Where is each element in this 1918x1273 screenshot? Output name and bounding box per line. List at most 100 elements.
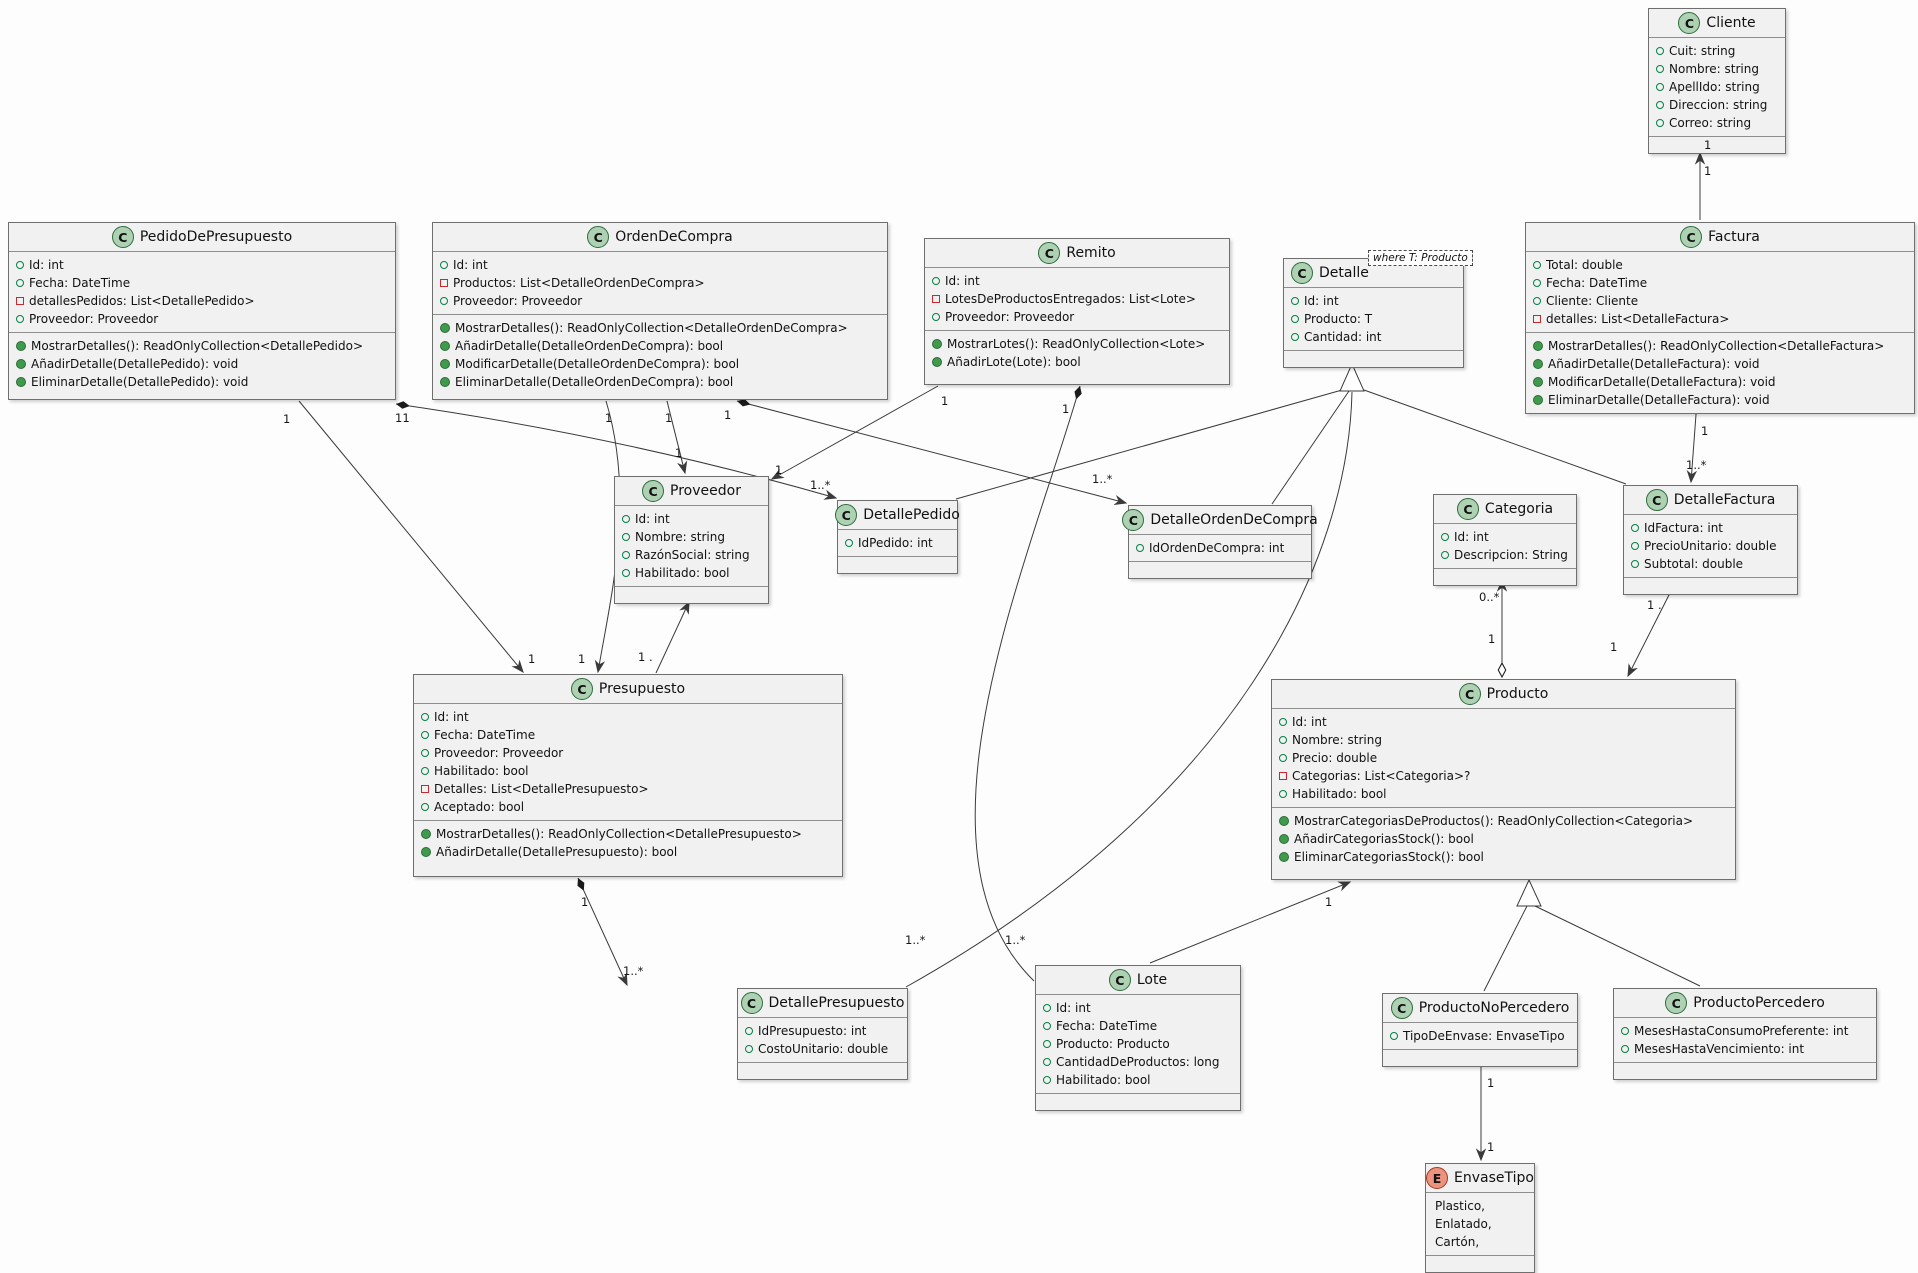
composition-line-ordendecompra-detalleordendecompra (736, 399, 1128, 506)
attribute-row: Nombre: string (1656, 60, 1778, 78)
member-text: AñadirLote(Lote): bool (947, 355, 1081, 369)
member-text: Cartón, (1435, 1235, 1480, 1249)
empty-compartment (738, 1063, 907, 1079)
member-text: AñadirCategoriasStock(): bool (1294, 832, 1474, 846)
methods-compartment: MostrarDetalles(): ReadOnlyCollection<De… (433, 315, 887, 399)
member-text: Proveedor: Proveedor (29, 312, 159, 326)
public-field-icon (622, 569, 630, 577)
public-field-icon (1533, 261, 1541, 269)
member-text: Nombre: string (1669, 62, 1759, 76)
member-text: Nombre: string (1292, 733, 1382, 747)
class-name: Producto (1486, 686, 1549, 702)
public-field-icon (1533, 297, 1541, 305)
public-field-icon (421, 731, 429, 739)
attribute-row: IdPresupuesto: int (745, 1022, 900, 1040)
class-name: Remito (1066, 245, 1116, 261)
attribute-row: Cliente: Cliente (1533, 292, 1907, 310)
class-name: EnvaseTipo (1454, 1170, 1534, 1186)
attribute-row: Id: int (421, 708, 835, 726)
member-text: IdOrdenDeCompra: int (1149, 541, 1285, 555)
composition-line-factura-detallefactura (1686, 400, 1701, 484)
multiplicity-label: 1 . (638, 650, 653, 664)
public-method-icon (932, 357, 942, 367)
class-badge-icon: C (1458, 683, 1481, 705)
member-text: Cuit: string (1669, 44, 1736, 58)
public-field-icon (745, 1027, 753, 1035)
class-name: DetalleFactura (1673, 492, 1776, 508)
attributes-compartment: IdOrdenDeCompra: int (1129, 535, 1311, 562)
attribute-row: Precio: double (1279, 749, 1728, 767)
attribute-row: Id: int (1441, 528, 1569, 546)
class-badge-icon: C (1680, 226, 1703, 248)
private-field-icon (16, 297, 24, 305)
method-row: ModificarDetalle(DetalleOrdenDeCompra): … (440, 355, 880, 373)
attribute-row: detalles: List<DetalleFactura> (1533, 310, 1907, 328)
public-field-icon (932, 313, 940, 321)
member-text: Cliente: Cliente (1546, 294, 1639, 308)
attribute-row: Id: int (440, 256, 880, 274)
attribute-row: Cuit: string (1656, 42, 1778, 60)
public-method-icon (16, 359, 26, 369)
method-row: MostrarDetalles(): ReadOnlyCollection<De… (440, 319, 880, 337)
class-badge-icon: C (1038, 242, 1061, 264)
class-name: Lote (1136, 972, 1168, 988)
public-field-icon (622, 515, 630, 523)
public-field-icon (421, 713, 429, 721)
multiplicity-label: 1 (578, 652, 586, 666)
public-field-icon (1656, 47, 1664, 55)
public-method-icon (440, 377, 450, 387)
inheritance-line-detallepedido-detalle (955, 389, 1343, 500)
enum-value-row: Plastico, (1433, 1197, 1527, 1215)
enum-value-row: Enlatado, (1433, 1215, 1527, 1233)
member-text: Id: int (453, 258, 488, 272)
multiplicity-label: 1 (1488, 632, 1496, 646)
public-method-icon (932, 339, 942, 349)
public-field-icon (1441, 551, 1449, 559)
attribute-row: Fecha: DateTime (1043, 1017, 1233, 1035)
class-name: Proveedor (670, 483, 741, 499)
multiplicity-label: 11 (395, 411, 410, 425)
method-row: EliminarCategoriasStock(): bool (1279, 848, 1728, 866)
member-text: Id: int (635, 512, 670, 526)
class-badge-icon: C (1108, 969, 1131, 991)
empty-compartment (838, 557, 957, 573)
attribute-row: Fecha: DateTime (421, 726, 835, 744)
public-field-icon (1279, 736, 1287, 744)
public-method-icon (1279, 852, 1289, 862)
empty-compartment (1624, 578, 1797, 594)
attributes-compartment: TipoDeEnvase: EnvaseTipo (1383, 1023, 1577, 1050)
class-name: Cliente (1706, 15, 1756, 31)
public-field-icon (1043, 1058, 1051, 1066)
association-line-ordendecompra-proveedor (666, 400, 688, 475)
class-name: Presupuesto (598, 681, 686, 697)
class-header: C Lote (1036, 966, 1240, 995)
composition-line-presupuesto-detallepresupuesto (577, 877, 628, 987)
attribute-row: MesesHastaConsumoPreferente: int (1621, 1022, 1869, 1040)
attribute-row: Productos: List<DetalleOrdenDeCompra> (440, 274, 880, 292)
public-method-icon (421, 829, 431, 839)
attribute-row: Habilitado: bool (421, 762, 835, 780)
attribute-row: Id: int (1291, 292, 1456, 310)
attribute-row: LotesDeProductosEntregados: List<Lote> (932, 290, 1222, 308)
attributes-compartment: Plastico,Enlatado, Cartón, (1426, 1193, 1534, 1256)
attribute-row: Fecha: DateTime (16, 274, 388, 292)
method-row: AñadirDetalle(DetallePresupuesto): bool (421, 843, 835, 861)
attribute-row: Proveedor: Proveedor (932, 308, 1222, 326)
private-field-icon (421, 785, 429, 793)
attributes-compartment: IdPedido: int (838, 530, 957, 557)
